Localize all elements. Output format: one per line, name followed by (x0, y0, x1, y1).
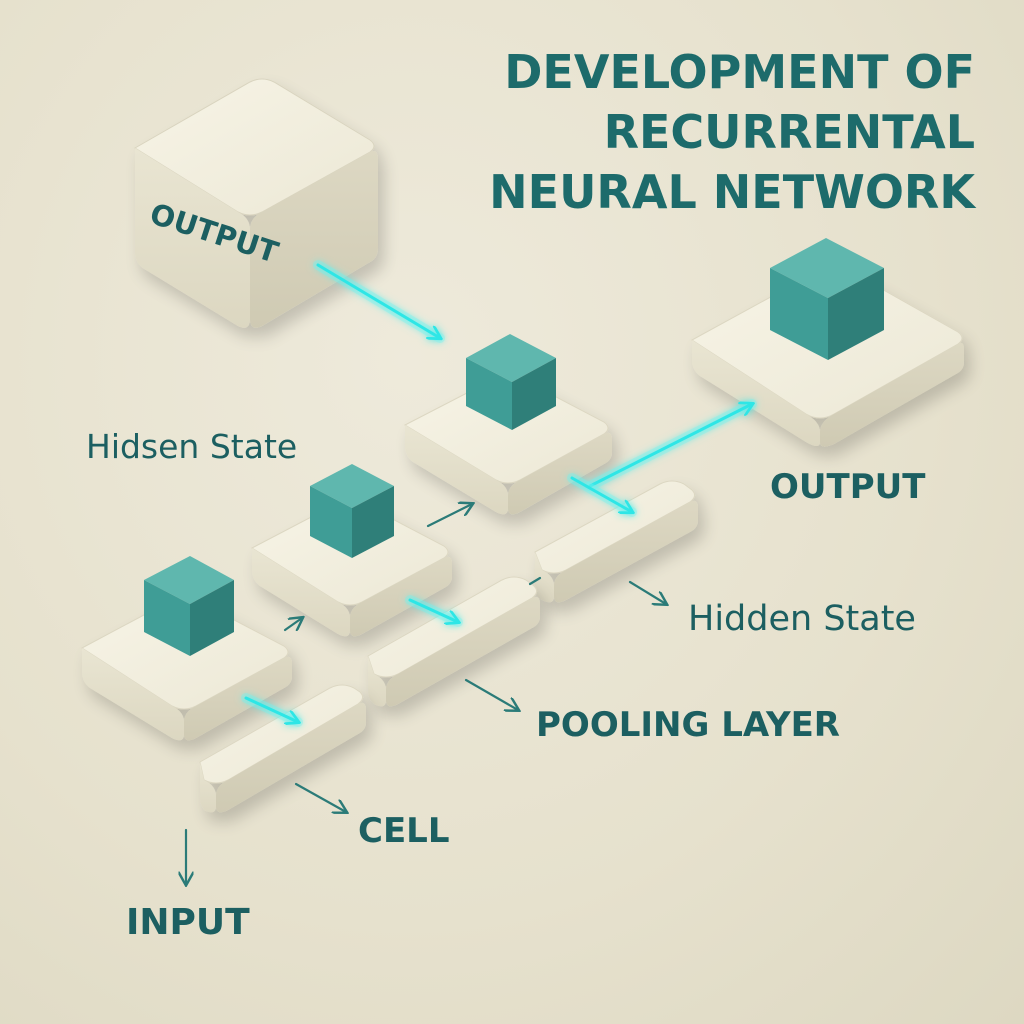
output-teal-cube (770, 238, 884, 360)
hidden-state-slab (534, 480, 698, 603)
glow-arrow-output-to-hidden (313, 260, 445, 343)
hidden-teal-cube-1 (144, 556, 234, 656)
arrow-to-pooling-label (464, 678, 518, 710)
arrow-pooling-to-hidden (528, 576, 542, 586)
cell-label: CELL (358, 811, 450, 851)
input-label: INPUT (126, 902, 250, 943)
arrow-platform1-to-platform2 (283, 618, 302, 630)
glow-arrow-to-pooling (405, 595, 463, 627)
output-right-label: OUTPUT (770, 467, 926, 507)
glow-arrow-to-cell (241, 693, 303, 727)
pooling-layer-label: POOLING LAYER (536, 705, 840, 745)
title-line-1: DEVELOPMENT OF (504, 45, 975, 99)
hidden-teal-cube-3 (466, 334, 556, 430)
title-line-2: RECURRENTAL (604, 105, 975, 159)
arrow-to-cell-label (294, 782, 346, 812)
arrow-to-hidden-state-label (628, 580, 666, 604)
title-block: DEVELOPMENT OF RECURRENTAL NEURAL NETWOR… (489, 45, 977, 219)
output-cube (134, 78, 378, 328)
hidsen-state-label: Hidsen State (86, 427, 297, 466)
hidden-teal-cube-2 (310, 464, 394, 558)
hidden-platform-3 (403, 374, 612, 515)
title-line-3: NEURAL NETWORK (489, 165, 977, 219)
dark-arrows (186, 504, 666, 884)
glow-arrow-to-output (585, 399, 757, 491)
arrow-platform2-to-platform3 (426, 504, 472, 528)
pooling-layer-slab (367, 576, 540, 707)
hidden-state-label: Hidden State (688, 599, 916, 639)
glow-arrow-to-hidden-slab (567, 473, 637, 517)
cell-slab (199, 684, 366, 813)
